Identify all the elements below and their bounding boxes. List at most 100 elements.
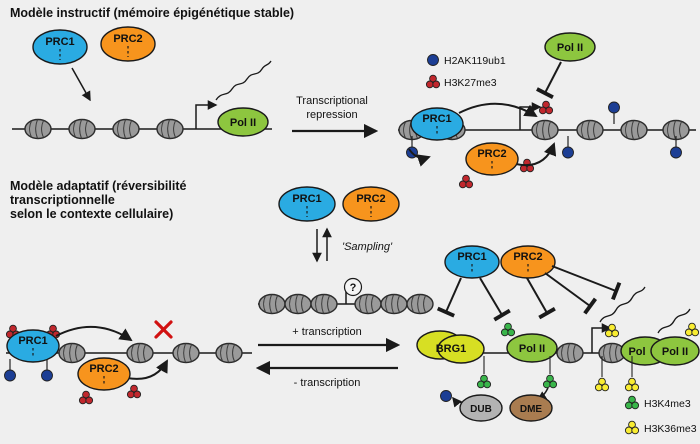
minus-transcription-label: - transcription	[294, 377, 361, 389]
pol2-ellipse	[506, 333, 558, 363]
evicted-prc-complexes: PRC1 PRC2	[444, 245, 556, 279]
nucleosome	[58, 342, 86, 364]
h3k36me3-legend-icon	[624, 420, 640, 435]
h3k27me3-mark	[78, 390, 94, 405]
h3k36me3-mark	[684, 322, 700, 337]
spreading-arc	[126, 359, 168, 380]
mark-legend-top: H2AK119ub1 H3K27me3	[425, 54, 506, 89]
h2ak119ub1-legend-icon	[427, 54, 439, 66]
nucleosome	[24, 118, 52, 140]
nucleosome	[68, 118, 96, 140]
prc1-ellipse	[278, 186, 336, 222]
spreading-arc	[458, 102, 538, 118]
pol2-label: Pol II	[230, 117, 256, 129]
pol2-ellipse	[217, 107, 269, 137]
prc1-label: PRC1	[422, 113, 451, 125]
prc2-label: PRC2	[477, 148, 506, 160]
transcriptional-repression-label-1: Transcriptional	[296, 95, 368, 107]
h3k36me3-mark	[594, 377, 610, 392]
prc-inhibition-line	[544, 272, 598, 315]
mark-legend-bottom: H3K4me3 H3K36me3	[624, 395, 697, 435]
adaptive-title-line3: selon le contexte cellulaire)	[10, 207, 173, 221]
prc2-ellipse	[465, 142, 519, 176]
h2ak119ub1-mark	[40, 358, 54, 382]
prc2-ellipse	[342, 186, 400, 222]
h3k4me3-mark	[476, 374, 492, 389]
prc-inhibition-line	[436, 277, 462, 318]
h2ak119ub1-mark	[3, 358, 17, 382]
nucleosome	[156, 118, 184, 140]
prc1-label: PRC1	[45, 36, 74, 48]
plus-transcription-label: + transcription	[292, 326, 361, 338]
h3k27me3-legend-label: H3K27me3	[444, 77, 497, 89]
chromatin-active-top-left: Pol II	[12, 60, 272, 140]
h2ak119ub1-mark	[607, 101, 621, 125]
tss-arrow	[591, 323, 612, 353]
prc2-label: PRC2	[113, 33, 142, 45]
adaptive-model-section: Modèle adaptatif (réversibilité transcri…	[3, 179, 700, 435]
question-mark: ?	[350, 282, 357, 294]
pol2-ellipse	[650, 336, 700, 366]
sampling-exchange: 'Sampling'	[312, 227, 393, 263]
pol2-label: Pol II	[519, 343, 545, 355]
h3k36me3-legend-label: H3K36me3	[644, 423, 697, 435]
prc2-complex: PRC2	[465, 142, 519, 176]
sampling-label: 'Sampling'	[342, 241, 393, 253]
brg1-ellipse	[437, 334, 485, 364]
nascent-rna	[599, 286, 646, 323]
prc1-label: PRC1	[292, 193, 321, 205]
transcription-blocked-x	[154, 320, 173, 339]
h2ak119ub1-legend-label: H2AK119ub1	[444, 55, 506, 67]
tss-arrow	[195, 100, 218, 129]
h3k36me3-mark	[604, 323, 620, 338]
nucleosome	[556, 342, 584, 364]
prc2-label: PRC2	[89, 363, 118, 375]
dub-label: DUB	[470, 404, 492, 415]
pol2-ellipse	[544, 32, 596, 62]
prc2-label: PRC2	[356, 193, 385, 205]
chromatin-repressed-top-right: Pol II PRC1	[398, 32, 696, 189]
prc1-complex: PRC1	[32, 29, 88, 65]
nucleosome	[126, 342, 154, 364]
h3k4me3-mark	[542, 374, 558, 389]
nucleosome	[531, 119, 559, 141]
spreading-arc	[55, 326, 133, 342]
prc2-complex: PRC2	[77, 357, 131, 391]
prc1-label: PRC1	[457, 251, 486, 263]
nucleosome	[258, 293, 286, 315]
prc1-ellipse	[410, 107, 464, 141]
prc1-complex: PRC1	[6, 329, 60, 363]
spreading-arc	[515, 142, 557, 166]
chromatin-repressed-bottom-left: PRC1 PRC2	[3, 320, 252, 405]
chromatin-active-bottom-right: PRC1 PRC2 BRG1 Pol II	[416, 245, 700, 435]
eraser-enzymes: DUB DME	[440, 387, 553, 422]
x-stroke	[154, 320, 173, 339]
nucleosome	[112, 118, 140, 140]
h3k27me3-legend-icon	[425, 74, 441, 89]
brg1-label: BRG1	[436, 343, 467, 355]
prc2-ellipse	[100, 26, 156, 62]
nascent-rna	[215, 60, 272, 101]
h3k4me3-mark	[500, 322, 516, 337]
h3k27me3-mark	[458, 174, 474, 189]
pol2-label: Pol II	[557, 42, 583, 54]
nucleosome	[576, 119, 604, 141]
targeting-arrow	[71, 67, 91, 102]
nucleosome	[284, 293, 312, 315]
h2ak119ub1-mark	[561, 135, 575, 159]
chromatin-sampled-middle: ?	[258, 277, 434, 315]
prc-inhibition-line	[551, 265, 622, 301]
adaptive-title-line2: transcriptionnelle	[10, 193, 115, 207]
h3k27me3-mark	[126, 384, 142, 399]
brg1-complex: BRG1	[416, 330, 485, 364]
nucleosome	[406, 293, 434, 315]
prc-inhibition-line	[479, 277, 511, 322]
nucleosome	[380, 293, 408, 315]
dub-ellipse	[459, 394, 503, 422]
nucleosome	[354, 293, 382, 315]
pol2-inhibition-line	[536, 61, 562, 99]
nucleosome	[310, 293, 338, 315]
prc2-label: PRC2	[513, 251, 542, 263]
prc2-ellipse	[77, 357, 131, 391]
